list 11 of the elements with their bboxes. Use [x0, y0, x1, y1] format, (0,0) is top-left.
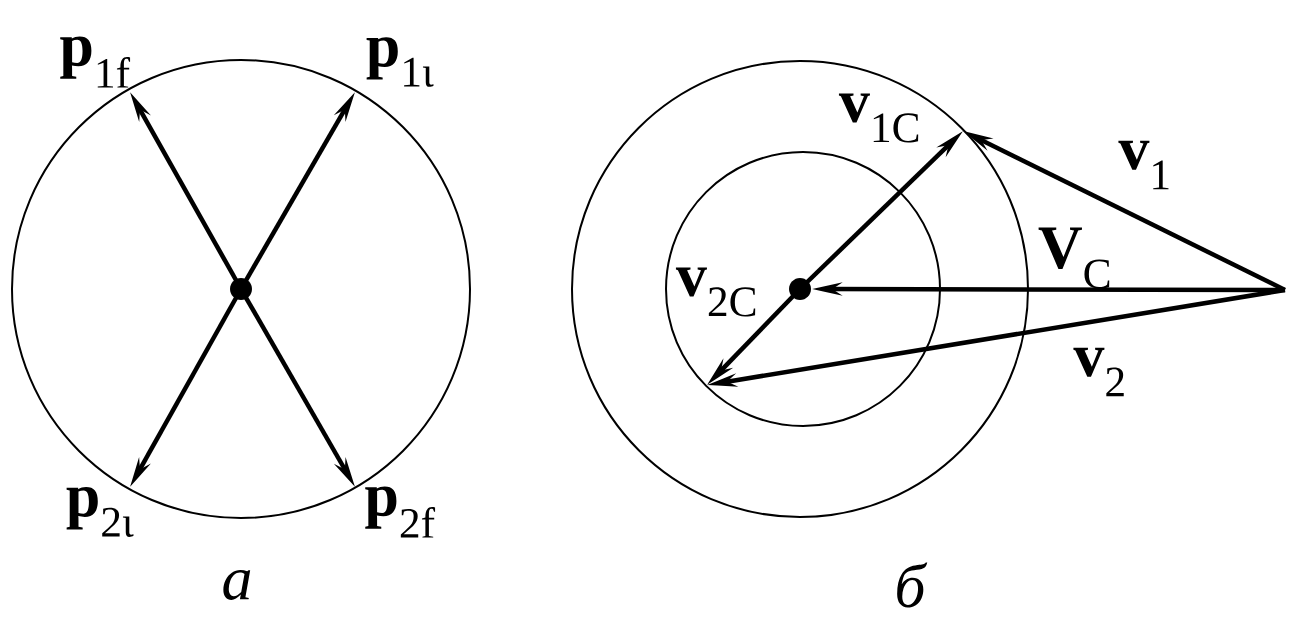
vector-label: p$_{2f}$: [365, 486, 436, 538]
vector-label: a: [223, 570, 251, 600]
vector-label: p$_{1f}$: [60, 36, 131, 88]
vector-label: v$_{2}$: [1073, 347, 1124, 397]
vector-label: v$_{2C}$: [675, 267, 756, 317]
vector-label: v$_{1C}$: [838, 93, 919, 143]
vector-label: p$_{1ι}$: [366, 37, 434, 87]
vector-label: V$_{C}$: [1038, 227, 1110, 289]
vector-label: p$_{2ι}$: [66, 487, 134, 537]
vector-label: б: [897, 562, 928, 608]
vector-label: v$_{1}$: [1118, 140, 1169, 190]
